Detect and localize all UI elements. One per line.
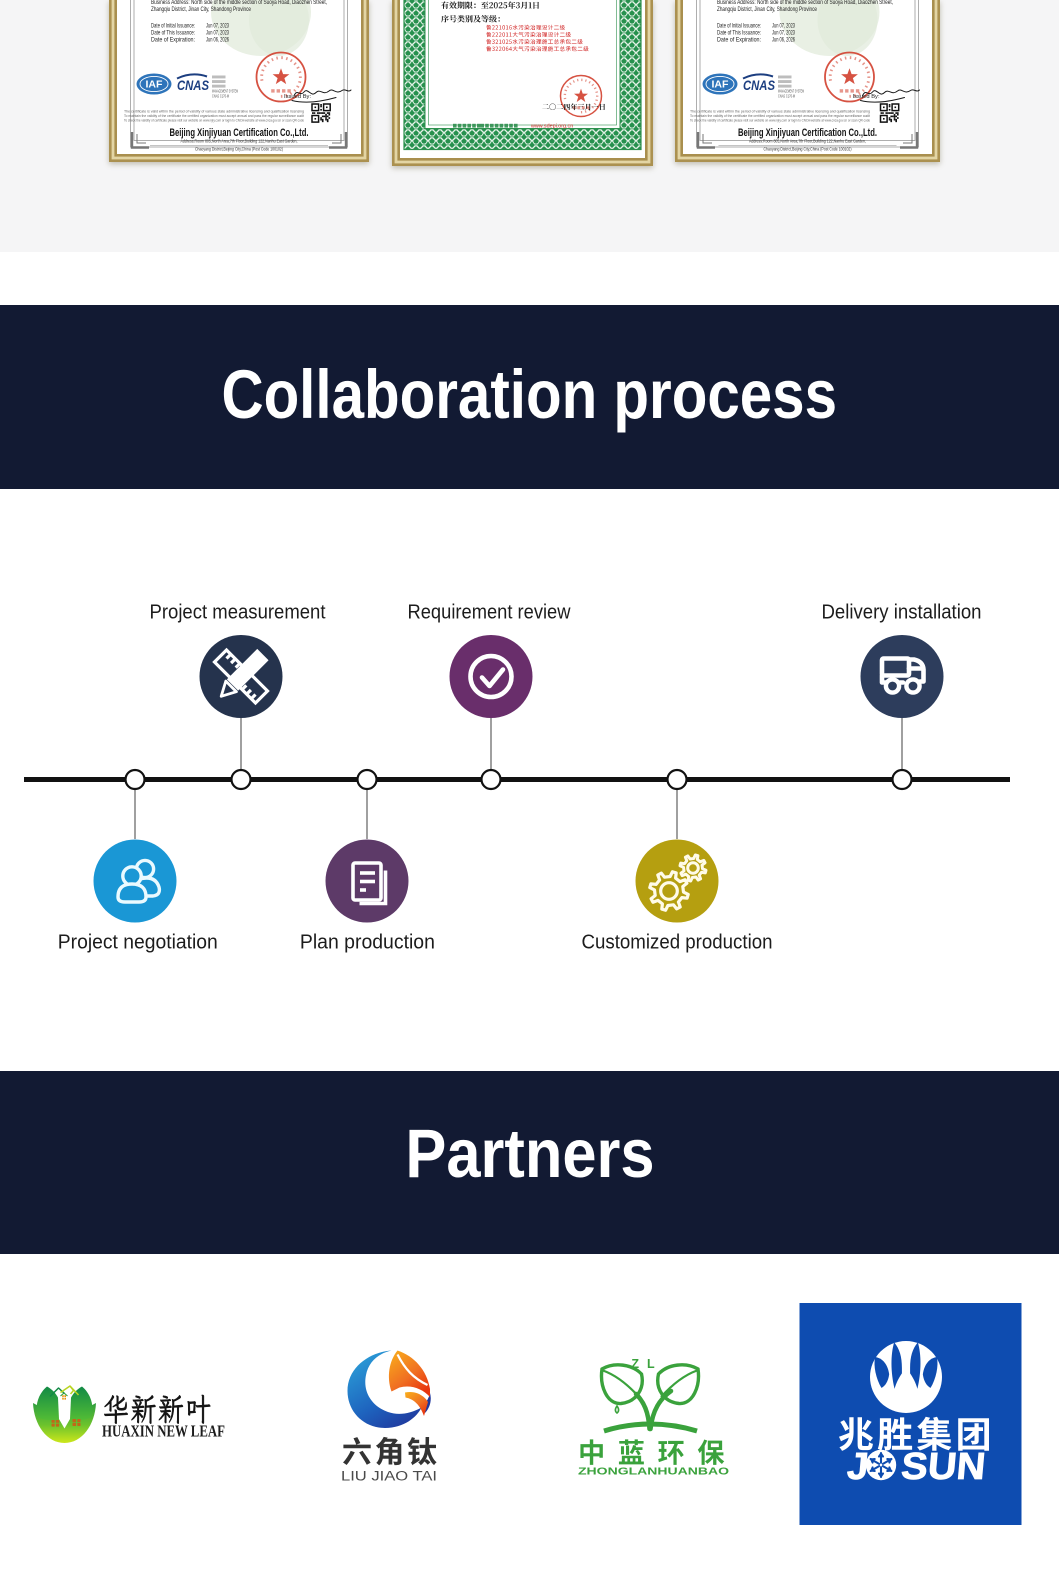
- svg-text:Chaoyang District,Beijing City: Chaoyang District,Beijing City,China (Po…: [195, 146, 283, 152]
- svg-text:Project measurement: Project measurement: [150, 602, 326, 624]
- svg-text:The certificate is valid withi: The certificate is valid within the peri…: [690, 110, 870, 114]
- svg-text:Jun 07, 2023: Jun 07, 2023: [772, 24, 795, 30]
- svg-text:www.sdepi.org.cn: www.sdepi.org.cn: [530, 124, 573, 130]
- svg-text:Jun 07, 2023: Jun 07, 2023: [206, 24, 229, 30]
- svg-text:Project negotiation: Project negotiation: [58, 932, 218, 954]
- svg-text:Address:Room 805,North Area,7t: Address:Room 805,North Area,7th Floor,Bu…: [181, 139, 298, 145]
- svg-text:CNAS: CNAS: [743, 78, 775, 93]
- svg-text:LIU JIAO TAI: LIU JIAO TAI: [341, 1469, 437, 1484]
- svg-text:SUN: SUN: [900, 1446, 988, 1488]
- svg-text:Business Address: North side o: Business Address: North side of the midd…: [717, 0, 893, 6]
- svg-text:MANAGEMENT SYSTEM: MANAGEMENT SYSTEM: [212, 89, 238, 94]
- svg-text:Jun 06, 2026: Jun 06, 2026: [772, 38, 795, 44]
- svg-text:MANAGEMENT SYSTEM: MANAGEMENT SYSTEM: [778, 89, 804, 94]
- svg-text:Address:Room 805,North Area,7t: Address:Room 805,North Area,7th Floor,Bu…: [749, 139, 866, 145]
- svg-text:Zhangqiu District, Jinan City,: Zhangqiu District, Jinan City, Shandong …: [717, 7, 817, 13]
- svg-text:Date of This Issuance:: Date of This Issuance:: [151, 31, 195, 37]
- svg-text:Delivery installation: Delivery installation: [822, 602, 982, 624]
- svg-text:Issued By:: Issued By:: [284, 94, 311, 100]
- svg-text:Date of Expiration:: Date of Expiration:: [151, 38, 195, 44]
- svg-text:IAF: IAF: [146, 80, 163, 91]
- svg-text:Jun 07, 2023: Jun 07, 2023: [206, 31, 229, 37]
- svg-text:Beijing Xinjiyuan Certificatio: Beijing Xinjiyuan Certification Co.,Ltd.: [170, 127, 309, 139]
- svg-text:Date of This Issuance:: Date of This Issuance:: [717, 31, 761, 37]
- svg-text:Requirement review: Requirement review: [408, 602, 572, 624]
- svg-text:CNAS C176-M: CNAS C176-M: [212, 94, 229, 99]
- svg-text:Plan production: Plan production: [300, 932, 435, 954]
- svg-text:HUAXIN NEW LEAF: HUAXIN NEW LEAF: [102, 1422, 225, 1441]
- svg-text:CNAS C176-M: CNAS C176-M: [778, 94, 795, 99]
- svg-text:Zhangqiu District, Jinan City,: Zhangqiu District, Jinan City, Shandong …: [151, 7, 251, 13]
- svg-text:Customized production: Customized production: [582, 932, 773, 954]
- svg-text:Beijing Xinjiyuan Certificatio: Beijing Xinjiyuan Certification Co.,Ltd.: [738, 127, 877, 139]
- svg-text:Issued By:: Issued By:: [853, 94, 880, 100]
- svg-text:To check the validity of certi: To check the validity of certificate ple…: [690, 119, 870, 123]
- svg-text:To check the validity of certi: To check the validity of certificate ple…: [124, 119, 304, 123]
- svg-text:ZHONGLANHUANBAO: ZHONGLANHUANBAO: [578, 1466, 729, 1478]
- svg-text:To maintain the validity of th: To maintain the validity of the certific…: [690, 114, 870, 118]
- svg-text:Jun 06, 2026: Jun 06, 2026: [206, 38, 229, 44]
- svg-text:Date of Expiration:: Date of Expiration:: [717, 38, 761, 44]
- svg-text:Chaoyang District,Beijing City: Chaoyang District,Beijing City,China (Po…: [764, 146, 852, 152]
- svg-text:Jun 07, 2023: Jun 07, 2023: [772, 31, 795, 37]
- svg-text:Business Address: North side o: Business Address: North side of the midd…: [151, 0, 327, 6]
- svg-text:The certificate is valid withi: The certificate is valid within the peri…: [124, 110, 304, 114]
- svg-text:CNAS: CNAS: [177, 78, 209, 93]
- svg-text:To maintain the validity of th: To maintain the validity of the certific…: [124, 114, 304, 118]
- svg-text:Date of Initial Issuance:: Date of Initial Issuance:: [717, 24, 761, 30]
- svg-text:Date of Initial Issuance:: Date of Initial Issuance:: [151, 24, 195, 30]
- svg-text:ZL: ZL: [631, 1357, 662, 1371]
- svg-text:IAF: IAF: [712, 80, 729, 91]
